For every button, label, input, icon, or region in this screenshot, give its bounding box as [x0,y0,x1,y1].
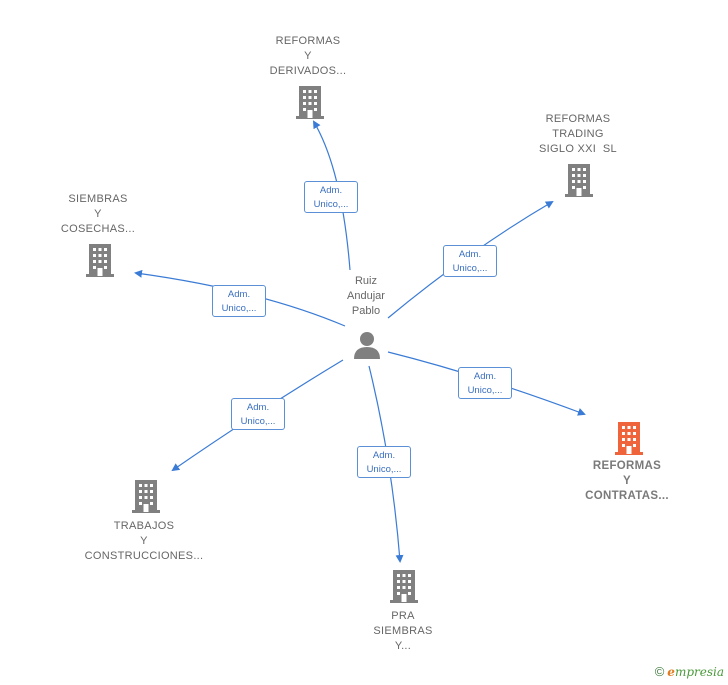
relation-label-siembras[interactable]: Adm. Unico,... [212,285,266,317]
company-label-trading: REFORMAS TRADING SIGLO XXI SL [539,113,617,155]
person-icon[interactable] [352,330,382,360]
building-icon[interactable] [84,242,116,278]
relation-label-derivados[interactable]: Adm. Unico,... [304,181,358,213]
company-label-siembras: SIEMBRAS Y COSECHAS... [60,193,136,235]
building-icon[interactable] [294,84,326,120]
person-label: Ruiz Andujar Pablo [347,275,385,317]
relation-label-contratas[interactable]: Adm. Unico,... [458,367,512,399]
relation-label-trabajos[interactable]: Adm. Unico,... [231,398,285,430]
footer-brand[interactable]: © empresia [655,664,724,679]
building-icon[interactable] [130,478,162,514]
copyright-icon: © [654,664,665,679]
relation-label-trading[interactable]: Adm. Unico,... [443,245,497,277]
brand-logo: empresia [667,664,724,679]
company-label-derivados: REFORMAS Y DERIVADOS... [269,35,347,77]
relation-label-pra[interactable]: Adm. Unico,... [357,446,411,478]
company-label-trabajos: TRABAJOS Y CONSTRUCCIONES... [84,520,204,562]
building-icon[interactable] [563,162,595,198]
company-label-pra: PRA SIEMBRAS Y... [373,610,433,652]
building-icon[interactable] [388,568,420,604]
building-icon[interactable] [613,420,645,456]
company-label-contratas: REFORMAS Y CONTRATAS... [585,460,669,502]
